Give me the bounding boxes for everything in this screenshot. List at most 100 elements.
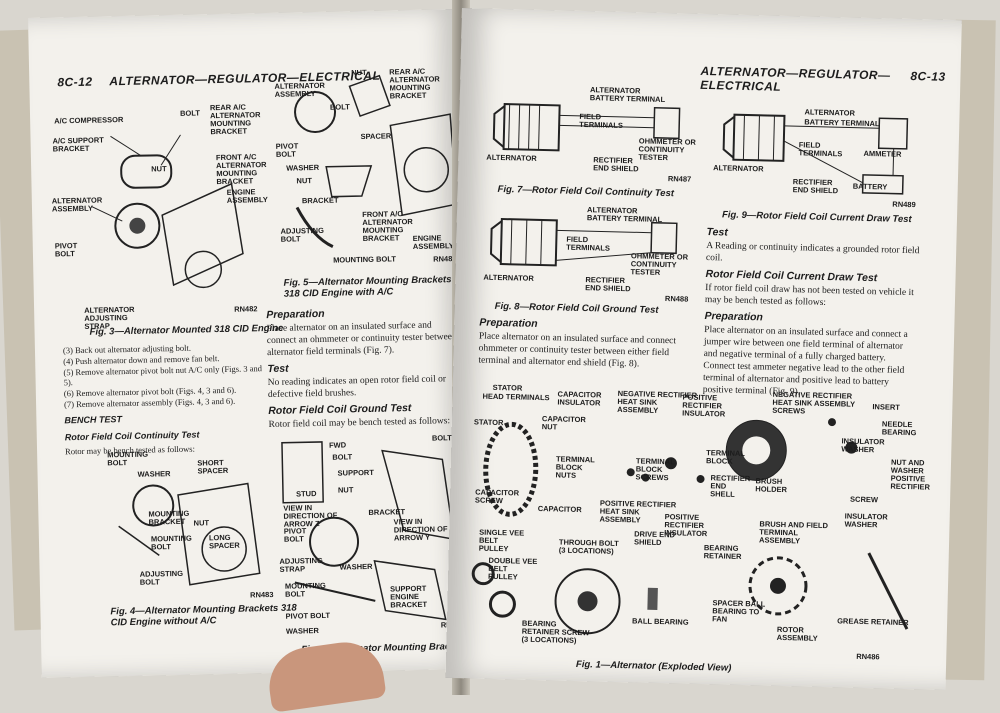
fig1-label-pos-insulator: POSITIVE RECTIFIER INSULATOR [682, 392, 726, 419]
right-page-number: 8C-13 [910, 68, 946, 84]
fig1-label-capacitor: CAPACITOR [537, 504, 582, 515]
fig1-label-capacitor-screw: CAPACITOR SCREW [474, 487, 520, 506]
test-text-left: No reading indicates an open rotor field… [267, 374, 447, 401]
fig1-label-bearing-retainer: BEARING RETAINER [703, 543, 742, 561]
fig8-label-end-shield: RECTIFIER END SHIELD [585, 275, 631, 294]
preparation-heading-right-2: Preparation [704, 310, 764, 324]
fig4-label-mounting-bolt: MOUNTING BOLT [107, 449, 149, 468]
fig6-label-washer: WASHER [339, 561, 373, 572]
fig9-label-ammeter: AMMETER [863, 148, 902, 159]
fig7-label-battery-terminal: ALTERNATOR BATTERY TERMINAL [589, 85, 666, 104]
fig1-label-terminal-block: TERMINAL BLOCK [705, 448, 745, 466]
fig6-label-mounting: MOUNTING BOLT [284, 580, 326, 599]
fig9-caption: Fig. 9—Rotor Field Coil Current Draw Tes… [721, 209, 912, 226]
fig4-label-long-spacer: LONG SPACER [208, 532, 240, 551]
fig7-diagram [488, 84, 690, 184]
fig4-label-nut: NUT [193, 518, 210, 528]
fig5-caption: Fig. 5—Alternator Mounting Brackets 318 … [283, 274, 452, 300]
fig1-label-spacer: SPACER BALL BEARING TO FAN [712, 598, 766, 624]
fig6-label-fwd: FWD [328, 440, 347, 450]
fig1-label-screw: SCREW [850, 494, 879, 505]
fig4-bracket-illustration [97, 453, 270, 597]
fig1-label-insulator-washer: INSULATOR WASHER [841, 436, 885, 455]
fig5-label-spacer: SPACER [360, 131, 392, 142]
fig1-label-nut-washer: NUT AND WASHER POSITIVE RECTIFIER [890, 457, 931, 492]
fig1-label-insulator-washer-2: INSULATOR WASHER [844, 511, 888, 530]
fig6-label-support-engine: SUPPORT ENGINE BRACKET [389, 583, 428, 610]
test-heading-left: Test [267, 362, 289, 376]
fig5-label-pivot-bolt: PIVOT BOLT [275, 141, 299, 159]
fig4-label-code: RN483 [250, 589, 274, 600]
fig1-label-head-terminals: HEAD TERMINALS [482, 391, 550, 403]
current-draw-text: If rotor field coil draw has not been te… [704, 283, 914, 308]
fig1-label-single-pulley: SINGLE VEE BELT PULLEY [478, 527, 525, 554]
fig1-label-code: RN486 [856, 651, 880, 662]
fig1-label-drive-shield: DRIVE END SHIELD [633, 529, 676, 548]
fig1-label-needle-bearing: NEEDLE BEARING [881, 419, 917, 438]
fig1-label-through-bolt: THROUGH BOLT (3 LOCATIONS) [558, 537, 619, 556]
fig9-label-alternator-2: ALTERNATOR [713, 163, 764, 174]
fig3-label-engine: ENGINE ASSEMBLY [226, 187, 268, 205]
fig8-diagram [485, 204, 687, 299]
fig6-label-washer-2: WASHER [285, 626, 319, 636]
test-text-right: A Reading or continuity indicates a grou… [705, 241, 920, 264]
bench-test-heading: BENCH TEST [64, 414, 123, 426]
preparation-heading-left: Preparation [266, 307, 325, 322]
fig7-label-end-shield: RECTIFIER END SHIELD [593, 155, 639, 174]
fig1-label-rotor: ROTOR ASSEMBLY [776, 624, 818, 643]
fig5-label-washer: WASHER [286, 162, 320, 173]
fig5-label-adjusting: ADJUSTING BOLT [280, 225, 324, 244]
fig9-label-end-shield: RECTIFIER END SHIELD [792, 177, 839, 196]
fig1-label-block-screws: TERMINAL BLOCK SCREWS [635, 456, 675, 483]
fig6-label-view-z: VIEW IN DIRECTION OF ARROW Z [283, 503, 338, 529]
right-page: ALTERNATOR—REGULATOR—ELECTRICAL 8C-13 AL… [445, 8, 962, 691]
fig1-label-end-shell: RECTIFIER END SHELL [710, 473, 751, 499]
fig7-label-alternator: ALTERNATOR [486, 152, 537, 163]
fig3-label-support: A/C SUPPORT BRACKET [52, 135, 104, 154]
fig7-label-code: RN487 [667, 174, 692, 184]
fig7-caption: Fig. 7—Rotor Field Coil Continuity Test [497, 183, 675, 200]
removal-step-5: (5) Remove alternator pivot bolt nut A/C… [63, 363, 263, 388]
preparation-text-right: Place alternator on an insulated surface… [478, 331, 677, 370]
fig9-label-field-terminals: FIELD TERMINALS [798, 140, 843, 159]
preparation-text-left: Place alternator on an insulated surface… [266, 320, 457, 359]
fig6-label-support: SUPPORT [337, 467, 374, 478]
ground-test-heading-left: Rotor Field Coil Ground Test [268, 402, 412, 418]
fig8-label-field-terminals: FIELD TERMINALS [566, 234, 611, 253]
fig5-label-bracket: BRACKET [301, 195, 339, 206]
fig6-label-nut: NUT [337, 485, 354, 495]
fig1-label-retainer-screw: BEARING RETAINER SCREW (3 LOCATIONS) [521, 618, 590, 645]
fig7-label-field-terminals: FIELD TERMINALS [579, 111, 624, 130]
fig6-label-bracket: BRACKET [368, 507, 406, 517]
fig3-label-front-bracket: FRONT A/C ALTERNATOR MOUNTING BRACKET [215, 152, 267, 187]
left-page: 8C-12 ALTERNATOR—REGULATOR—ELECTRICAL A/… [28, 8, 472, 678]
fig5-bracket-illustration [269, 64, 458, 268]
fig9-diagram [713, 99, 915, 199]
fig1-label-grease-retainer: GREASE RETAINER [837, 616, 909, 628]
fig6-label-pivot-2: PIVOT BOLT [285, 610, 331, 621]
fig1-label-capacitor-nut: CAPACITOR NUT [541, 414, 586, 432]
left-page-number: 8C-12 [57, 74, 93, 90]
fig1-label-neg-screws: NEGATIVE RECTIFIER HEAT SINK ASSEMBLY SC… [772, 389, 856, 416]
fig1-label-capacitor-insulator: CAPACITOR INSULATOR [557, 389, 602, 408]
fig5-label-mounting: MOUNTING BOLT [333, 254, 397, 265]
fig7-label-ohmmeter: OHMMETER OR CONTINUITY TESTER [638, 136, 696, 163]
fig6-label-stud: STUD [295, 489, 317, 499]
fig3-label-nut: NUT [151, 164, 167, 174]
fig5-label-rear-bracket: REAR A/C ALTERNATOR MOUNTING BRACKET [389, 66, 440, 101]
fig1-label-double-pulley: DOUBLE VEE BELT PULLEY [488, 555, 538, 582]
fig3-label-compressor: A/C COMPRESSOR [54, 115, 124, 126]
fig5-label-nut: NUT [351, 67, 367, 78]
fig3-label-code: RN482 [234, 304, 258, 314]
fig4-label-short-spacer: SHORT SPACER [197, 458, 229, 476]
fig9-label-battery: BATTERY [852, 181, 888, 192]
fig6-label-strap: ADJUSTING STRAP [279, 555, 323, 574]
test-heading-right: Test [706, 226, 728, 239]
preparation-heading-right: Preparation [479, 316, 538, 330]
fig3-label-alternator: ALTERNATOR ASSEMBLY [51, 195, 103, 214]
fig1-label-stator: STATOR [473, 417, 504, 428]
fig6-label-pivot: PIVOT BOLT [283, 526, 307, 544]
fig5-label-alternator: ALTERNATOR ASSEMBLY [274, 80, 325, 99]
fig3-label-bolt: BOLT [179, 108, 200, 118]
fig8-label-battery-terminal: ALTERNATOR BATTERY TERMINAL [586, 205, 663, 224]
